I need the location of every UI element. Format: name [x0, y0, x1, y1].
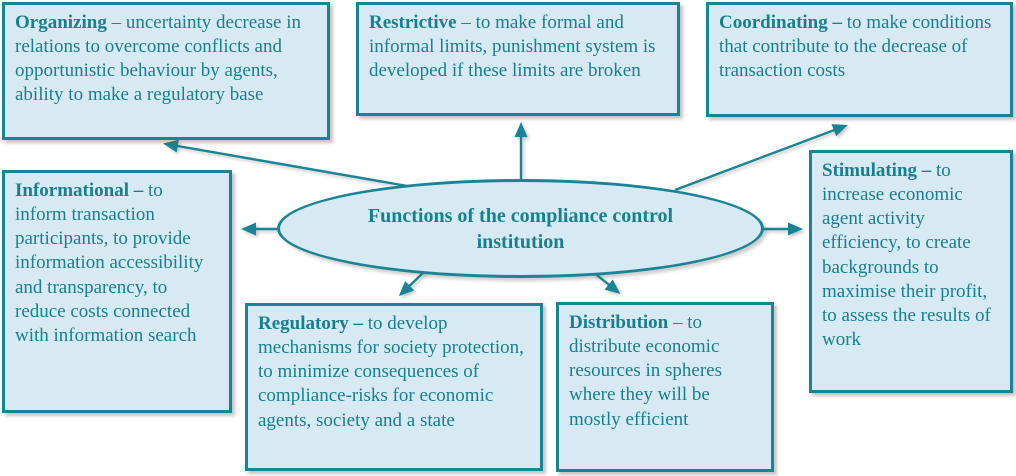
box-distribution: Distribution – to distribute economic re…	[556, 302, 774, 472]
arrow-to-regulatory	[398, 270, 426, 297]
arrow-to-coordinating	[674, 124, 848, 192]
center-ellipse-label: Functions of the compliance control inst…	[367, 204, 674, 253]
box-stimulating-term: Stimulating –	[822, 160, 932, 181]
box-regulatory-term: Regulatory –	[258, 313, 364, 334]
box-stimulating: Stimulating – to increase economic agent…	[809, 150, 1013, 393]
box-organizing-desc: – uncertainty decrease in relations to o…	[15, 12, 301, 106]
arrow-to-organizing	[163, 139, 414, 189]
box-restrictive-desc: – to make formal and informal limits, pu…	[369, 12, 656, 82]
box-distribution-desc: – to distribute economic resources in sp…	[569, 312, 723, 430]
box-informational-term: Informational –	[15, 180, 144, 201]
box-regulatory: Regulatory – to develop mechanisms for s…	[245, 303, 543, 471]
box-organizing-term: Organizing	[15, 12, 107, 33]
box-restrictive-term: Restrictive	[369, 12, 457, 33]
box-informational-desc: to inform transaction participants, to p…	[15, 180, 204, 346]
box-coordinating-desc: to make conditions that contribute to th…	[719, 12, 992, 82]
box-distribution-term: Distribution	[569, 312, 669, 333]
box-coordinating: Coordinating – to make conditions that c…	[706, 2, 1013, 117]
box-coordinating-term: Coordinating –	[719, 12, 842, 33]
box-stimulating-desc: to increase economic agent activity effi…	[822, 160, 991, 350]
box-informational: Informational – to inform transaction pa…	[2, 170, 232, 413]
box-regulatory-desc: to develop mechanisms for society protec…	[258, 313, 524, 431]
box-restrictive: Restrictive – to make formal and informa…	[356, 2, 680, 116]
center-ellipse: Functions of the compliance control inst…	[277, 179, 764, 278]
box-organizing: Organizing – uncertainty decrease in rel…	[2, 2, 330, 140]
